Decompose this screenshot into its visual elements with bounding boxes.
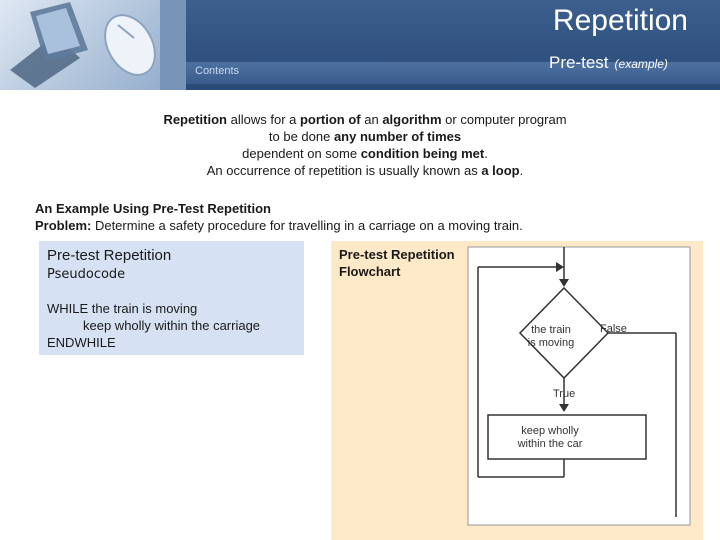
false-label: False	[600, 323, 627, 335]
decision-text-1: the train	[531, 324, 571, 336]
pseudocode-line: keep wholly within the carriage	[83, 318, 261, 333]
intro-line-3: dependent on some condition being met.	[242, 146, 488, 161]
contents-label[interactable]: Contents	[195, 65, 240, 77]
flowchart-frame	[467, 246, 691, 526]
header-photo	[0, 0, 186, 90]
intro-paragraph: Repetition allows for a portion of an al…	[120, 111, 610, 179]
slide-title: Repetition	[552, 4, 688, 37]
contents-bar	[186, 62, 720, 84]
intro-line-1: Repetition allows for a portion of an al…	[163, 112, 567, 127]
entry-arrowhead	[559, 279, 569, 287]
decision-text-2: is moving	[528, 337, 574, 349]
pseudocode-line: WHILE the train is moving	[47, 301, 198, 316]
loop-arrowhead	[556, 262, 564, 272]
process-text-1: keep wholly	[521, 425, 579, 437]
process-text-2: within the car	[517, 438, 583, 450]
example-block: An Example Using Pre-Test Repetition Pro…	[35, 200, 523, 234]
pseudocode-line: ENDWHILE	[47, 335, 116, 350]
pseudocode-subtitle: Pseudocode	[47, 267, 126, 282]
true-label: True	[553, 388, 575, 400]
intro-line-4: An occurrence of repetition is usually k…	[206, 163, 524, 178]
pseudocode-title: Pre-test Repetition	[47, 247, 172, 264]
slide-subtitle: Pre-test (example)	[549, 53, 668, 73]
subtitle-text: Pre-test	[549, 53, 609, 72]
example-problem: Problem: Determine a safety procedure fo…	[35, 218, 523, 233]
subtitle-note: (example)	[614, 57, 668, 71]
flowchart-label: Pre-test Repetition Flowchart	[339, 247, 455, 279]
true-arrowhead	[559, 404, 569, 412]
laptop-mouse-illustration	[10, 0, 186, 90]
flowchart-diagram: the train is moving False True keep whol…	[467, 246, 691, 526]
example-heading: An Example Using Pre-Test Repetition	[35, 201, 271, 216]
pseudocode-body: WHILE the train is moving keep wholly wi…	[47, 300, 260, 351]
process-box	[487, 414, 647, 460]
pseudocode-panel	[39, 241, 304, 355]
intro-line-2: to be done any number of times	[268, 129, 462, 144]
